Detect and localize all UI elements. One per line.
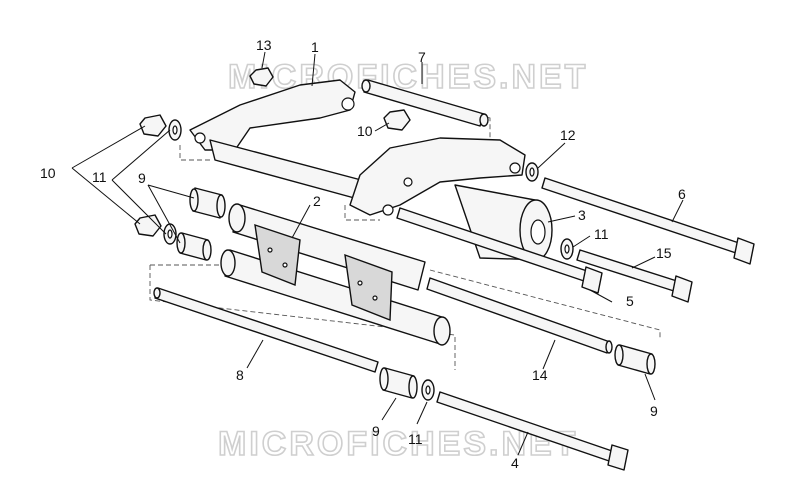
callout-15: 15 (656, 245, 672, 261)
callout-13: 13 (256, 37, 272, 53)
callout-9-right: 9 (650, 403, 658, 419)
callout-3: 3 (578, 207, 586, 223)
bolt-part-5 (396, 207, 603, 294)
bolt-part-4 (436, 391, 629, 471)
swingarm-frame-part-1 (189, 79, 526, 216)
callout-7: 7 (418, 49, 426, 65)
callout-11-left: 11 (92, 169, 107, 185)
cross-member-part-2 (220, 203, 451, 346)
callout-14: 14 (532, 367, 548, 383)
spacer-part-9-lower (176, 232, 212, 261)
group-outline-right (429, 269, 661, 340)
spacer-part-9-bottom (379, 367, 418, 399)
washer-part-11-lower (163, 223, 177, 245)
callout-2: 2 (313, 193, 321, 209)
leader-lines (71, 51, 684, 456)
washer-part-11-upper (168, 119, 182, 141)
callout-1: 1 (311, 39, 319, 55)
callout-9-bottom: 9 (372, 423, 380, 439)
callout-8: 8 (236, 367, 244, 383)
nut-part-10-lower (134, 214, 162, 237)
watermark-bottom: MICROFICHES.NET (218, 425, 578, 463)
callout-12: 12 (560, 127, 576, 143)
callout-6: 6 (678, 186, 686, 202)
nut-part-10-upper (139, 114, 167, 137)
callout-11-bottom: 11 (408, 431, 423, 447)
spacer-part-9-right (614, 344, 656, 375)
washer-part-12 (525, 162, 539, 182)
spacer-part-9-upper (189, 187, 226, 219)
bolt-part-15 (576, 249, 693, 303)
callout-11-right: 11 (594, 226, 609, 242)
callout-4: 4 (511, 455, 519, 471)
callout-10-left: 10 (40, 165, 56, 181)
callout-9-upper: 9 (138, 170, 146, 186)
washer-part-11-bottom (421, 379, 435, 401)
bolt-part-6 (541, 177, 755, 265)
rod-part-8 (153, 287, 379, 373)
nut-part-10-mid (383, 109, 411, 131)
nut-part-13 (249, 67, 274, 87)
rod-part-14 (426, 277, 613, 354)
rod-part-7 (361, 79, 489, 127)
washer-part-11-right (560, 238, 574, 260)
callout-10-mid: 10 (357, 123, 373, 139)
callout-5: 5 (626, 293, 634, 309)
